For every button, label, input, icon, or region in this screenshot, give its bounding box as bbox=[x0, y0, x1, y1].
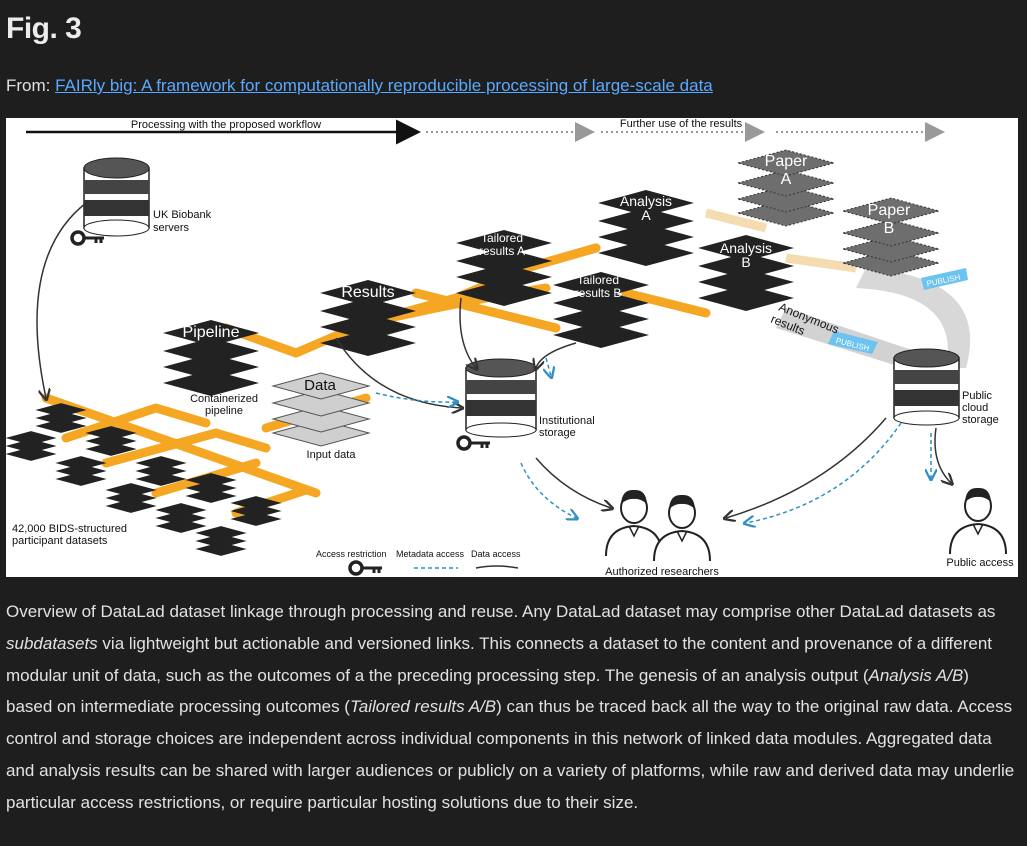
pipeline-label: Pipeline bbox=[183, 324, 240, 341]
uk-biobank-label-2: servers bbox=[153, 222, 190, 234]
figure-image: Processing with the proposed workflow Fu… bbox=[6, 118, 1018, 577]
researcher-1-person-icon bbox=[605, 488, 663, 557]
legend-data-label: Data access bbox=[471, 549, 521, 559]
institutional-database-icon bbox=[465, 358, 537, 438]
analysis-a-label-2: A bbox=[641, 207, 651, 223]
containerized-label-1: Containerized bbox=[190, 393, 258, 405]
processing-label: Processing with the proposed workflow bbox=[131, 119, 321, 131]
source-prefix: From: bbox=[6, 76, 56, 95]
paper-b-label-2: B bbox=[884, 220, 895, 237]
caption-tailored-ab: Tailored results A/B bbox=[349, 697, 497, 717]
containerized-label-2: pipeline bbox=[205, 405, 243, 417]
public-access-label: Public access bbox=[946, 557, 1014, 569]
tailored-a-label-2: results A bbox=[479, 244, 525, 258]
caption-part-3: ) based on intermediate processing outco… bbox=[6, 665, 969, 717]
tailored-b-to-storage-arrow-icon bbox=[536, 342, 577, 368]
figure-number: Fig. 3 bbox=[6, 12, 82, 45]
results-label: Results bbox=[341, 284, 394, 301]
paper-b-ribbon bbox=[856, 268, 971, 368]
publish-badge-2 bbox=[921, 268, 968, 290]
caption-part-1: Overview of DataLad dataset linkage thro… bbox=[6, 602, 996, 621]
public-person-icon bbox=[949, 486, 1007, 555]
data-label: Data bbox=[304, 377, 336, 394]
faint-links bbox=[704, 208, 857, 273]
paper-b-label-1: Paper bbox=[868, 202, 911, 219]
figure-caption: Overview of DataLad dataset linkage thro… bbox=[6, 596, 1018, 819]
storage-metadata-arrow-icon bbox=[520, 462, 576, 518]
article-link[interactable]: FAIRly big: A framework for computationa… bbox=[55, 76, 713, 95]
public-cloud-label-1: Public bbox=[962, 390, 992, 402]
cloud-public-arrow-icon bbox=[934, 427, 951, 483]
institutional-key-icon bbox=[456, 435, 492, 451]
uk-biobank-label-1: UK Biobank bbox=[153, 209, 212, 221]
input-data-label: Input data bbox=[307, 449, 357, 461]
biobank-access-arrow-icon bbox=[36, 202, 87, 398]
institutional-label-1: Institutional bbox=[539, 415, 595, 427]
analysis-b-label-1: Analysis bbox=[720, 240, 772, 256]
paper-a-label-2: A bbox=[781, 171, 792, 188]
authorized-label: Authorized researchers bbox=[605, 566, 719, 577]
metadata-arrow-1-icon bbox=[375, 392, 456, 402]
participants-label-1: 42,000 BIDS-structured bbox=[12, 523, 127, 535]
public-cloud-label-3: storage bbox=[962, 414, 999, 426]
caption-part-4: ) can thus be traced back all the way to… bbox=[6, 697, 1015, 812]
researcher-2-person-icon bbox=[653, 493, 711, 562]
tailored-b-label-2: results B bbox=[575, 286, 622, 300]
paper-a-label-1: Paper bbox=[765, 153, 808, 170]
storage-data-access-arrow-icon bbox=[535, 457, 611, 508]
caption-subdatasets: subdatasets bbox=[6, 633, 98, 653]
institutional-label-2: storage bbox=[539, 427, 576, 439]
cloud-data-access-arrow-icon bbox=[726, 417, 887, 518]
public-cloud-database-icon bbox=[893, 348, 960, 426]
cloud-metadata-arrow-icon bbox=[746, 422, 902, 523]
tailored-b-label-1: Tailored bbox=[577, 273, 619, 287]
tailored-a-label-1: Tailored bbox=[481, 231, 523, 245]
further-use-label: Further use of the results bbox=[620, 118, 743, 130]
results-to-storage-arrow-icon bbox=[335, 337, 461, 408]
legend-data-line bbox=[475, 565, 519, 569]
tailored-to-storage-arrow-icon bbox=[459, 297, 476, 368]
caption-part-2: via lightweight but actionable and versi… bbox=[6, 633, 993, 685]
uk-biobank-database-icon bbox=[83, 157, 150, 237]
legend-access-label: Access restriction bbox=[316, 549, 387, 559]
participants-label-2: participant datasets bbox=[12, 535, 108, 547]
metadata-arrow-2-icon bbox=[546, 357, 551, 376]
caption-analysis-ab: Analysis A/B bbox=[868, 665, 964, 685]
analysis-a-label-1: Analysis bbox=[620, 193, 672, 209]
publish-text-2: PUBLISH bbox=[926, 273, 962, 289]
source-line: From: FAIRly big: A framework for comput… bbox=[6, 76, 713, 96]
analysis-b-label-2: B bbox=[741, 254, 750, 270]
public-cloud-label-2: cloud bbox=[962, 402, 988, 414]
publish-badge-1 bbox=[828, 331, 878, 354]
legend-key-icon bbox=[348, 560, 384, 576]
legend-metadata-label: Metadata access bbox=[396, 549, 465, 559]
